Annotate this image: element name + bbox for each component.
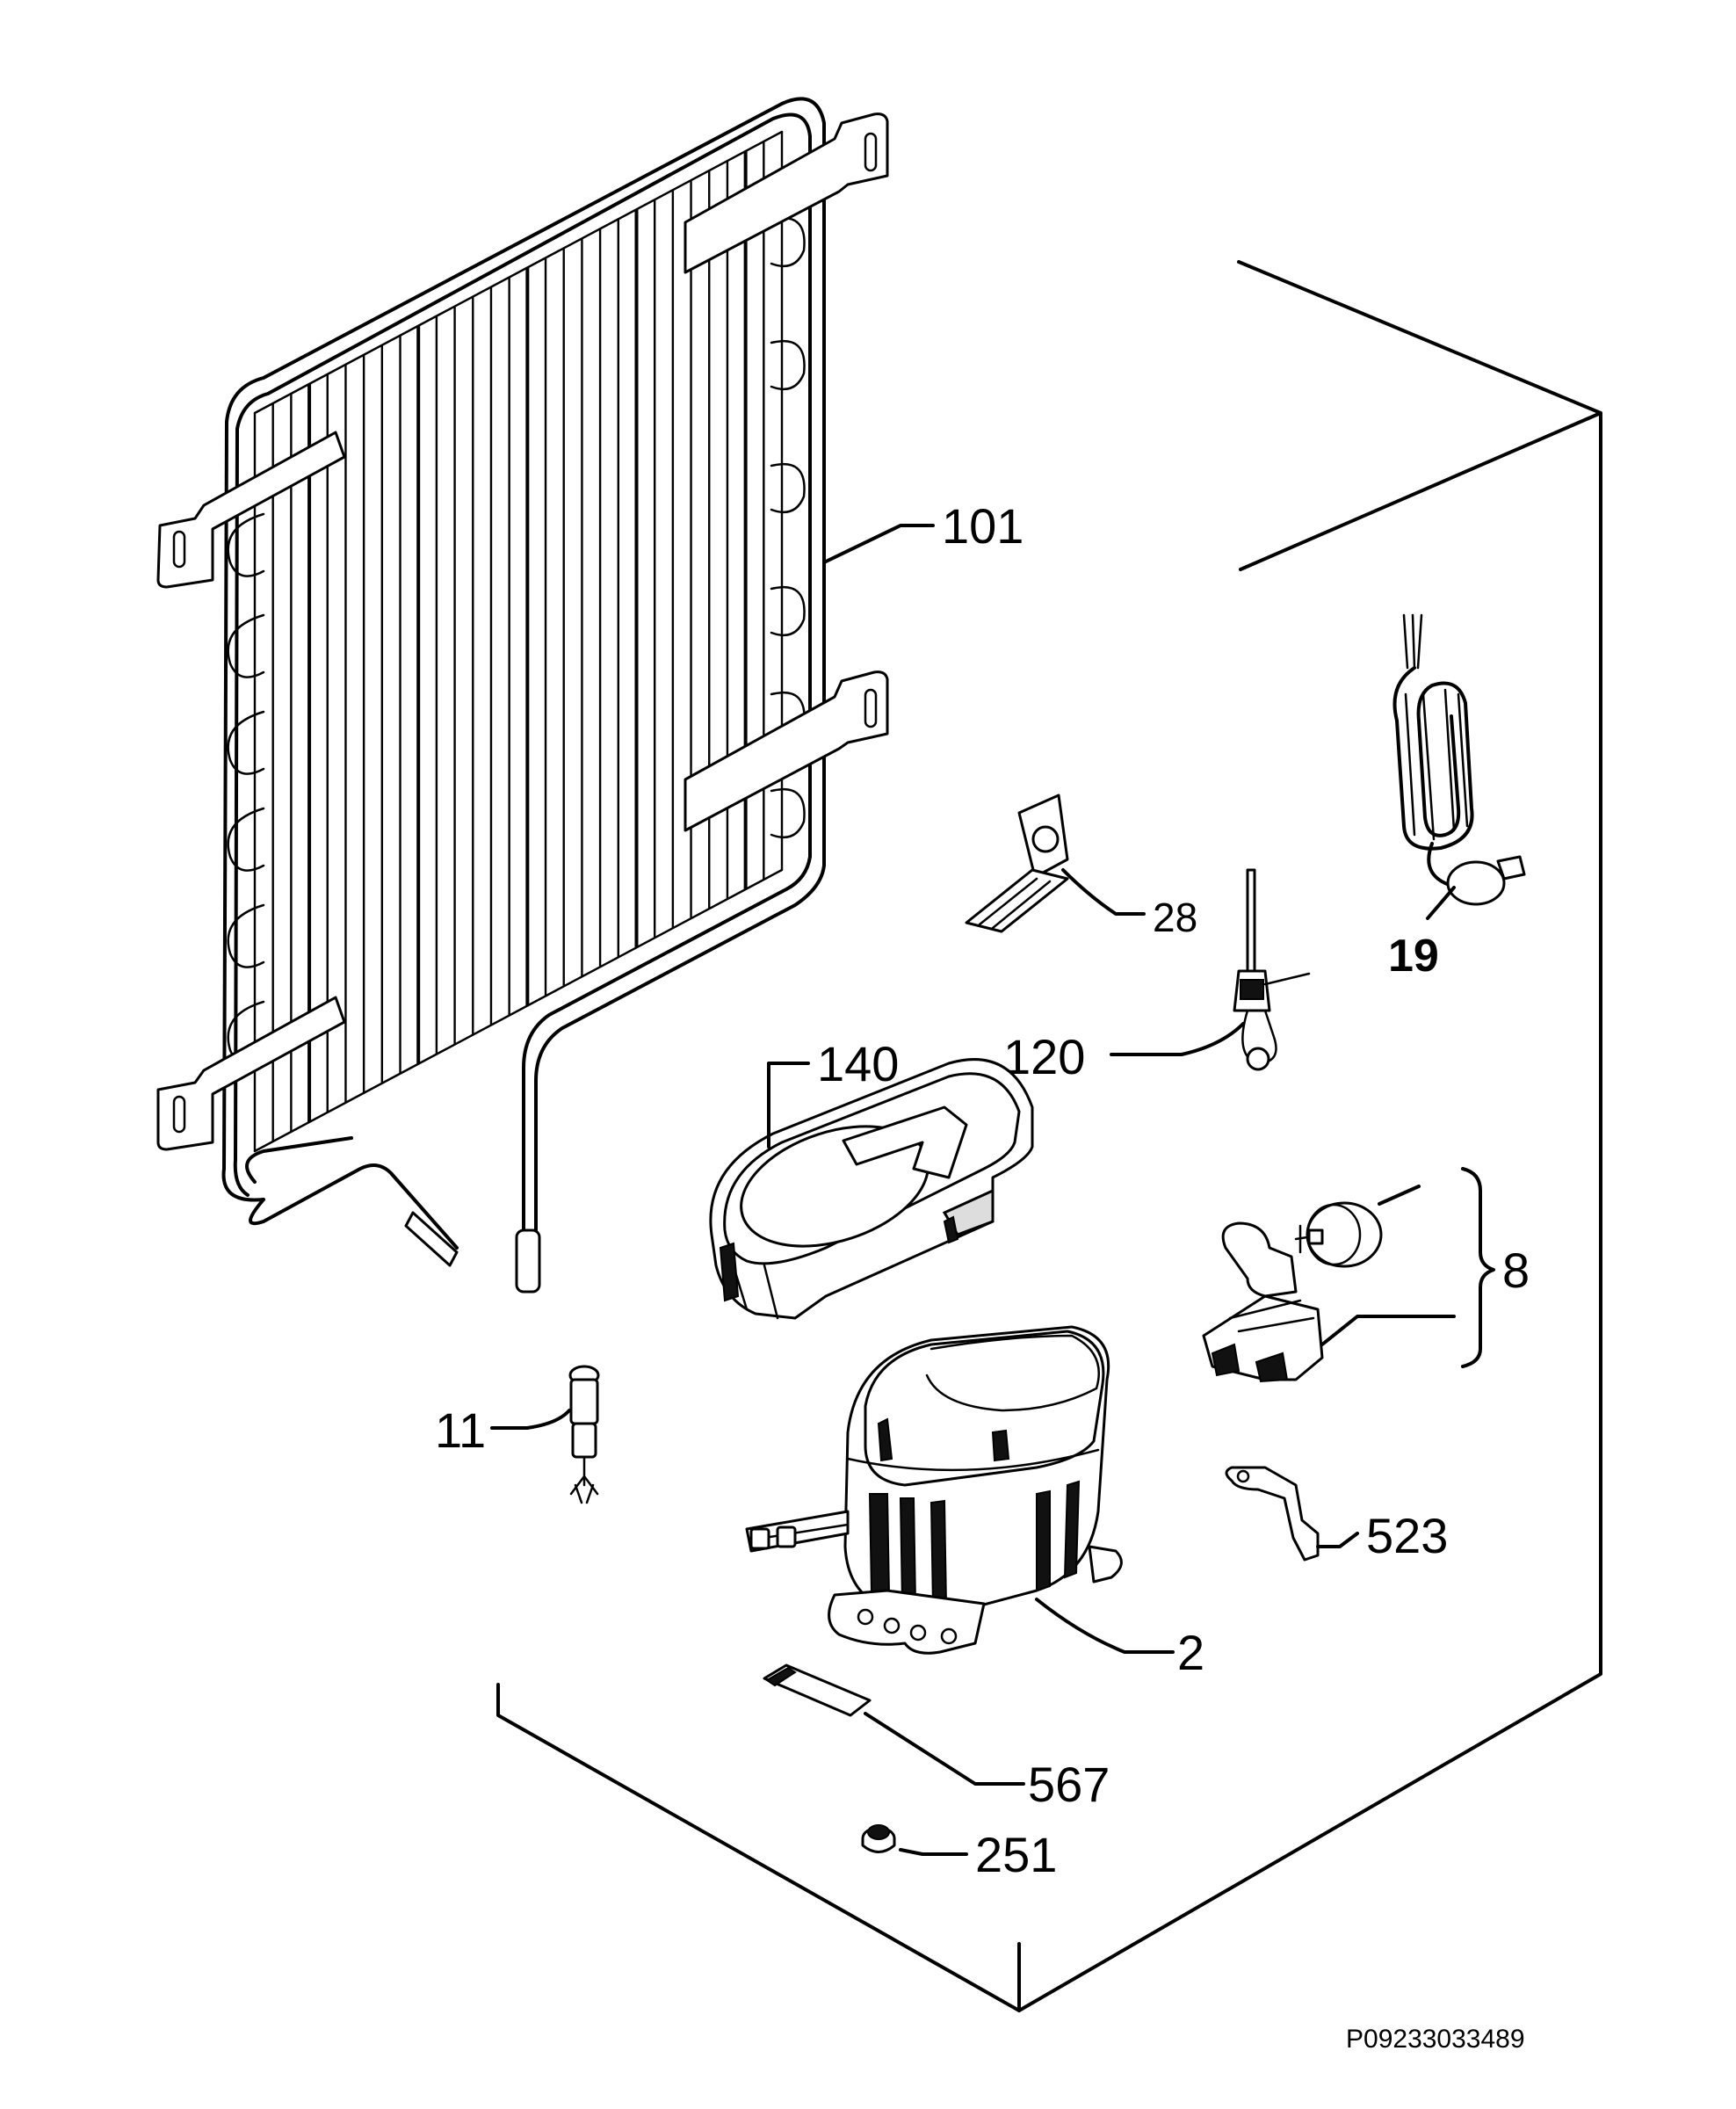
power-cord-part-19[interactable] (1392, 613, 1526, 906)
leader-2 (1035, 1598, 1175, 1654)
bracket-bottom-left (156, 996, 346, 1151)
compressor-foot-right (1088, 1545, 1123, 1584)
label-8: 8 (1502, 1243, 1530, 1298)
condenser-part-101[interactable] (156, 97, 889, 1294)
label-2: 2 (1177, 1625, 1204, 1680)
leader-8-bottom (1320, 1315, 1456, 1346)
compressor-shading (868, 1417, 1081, 1607)
label-101: 101 (942, 498, 1024, 554)
drawing-code: P09233033489 (1346, 2025, 1525, 2054)
label-140: 140 (817, 1036, 899, 1091)
leader-567 (864, 1712, 1025, 1786)
sensor-part-120[interactable] (1233, 868, 1311, 1071)
label-11: 11 (435, 1402, 486, 1458)
label-251: 251 (975, 1827, 1057, 1882)
compressor-foot-left (828, 1589, 986, 1655)
leader-523 (1316, 1532, 1359, 1548)
leader-140 (767, 1062, 810, 1149)
compressor-part-2[interactable] (745, 1325, 1123, 1655)
clip-part-28[interactable] (965, 794, 1069, 933)
label-19: 19 (1388, 931, 1439, 982)
filter-drier-part-11[interactable] (568, 1365, 600, 1504)
leader-19 (1426, 886, 1456, 920)
leader-101 (822, 524, 935, 564)
bracket-top-right (684, 112, 889, 274)
relay-clip (1221, 1221, 1298, 1298)
leader-28 (1061, 868, 1146, 916)
condenser-pipe-end-left (515, 1228, 541, 1294)
leader-8-top (1378, 1185, 1421, 1206)
brace-8 (1461, 1167, 1495, 1368)
relay-part-8[interactable] (1202, 1201, 1383, 1383)
bracket-top-left (156, 431, 346, 589)
leader-251 (899, 1848, 968, 1856)
condenser-wires (253, 132, 784, 1151)
compressor-pipes (745, 1510, 850, 1553)
label-120: 120 (1003, 1029, 1085, 1084)
leader-120 (1110, 1022, 1245, 1056)
label-567: 567 (1028, 1757, 1110, 1812)
sensor-probe (1246, 868, 1256, 973)
label-28: 28 (1153, 895, 1197, 940)
tray-part-140[interactable] (709, 1058, 1034, 1320)
bracket-bottom-right (684, 670, 889, 832)
cabinet-outline (496, 260, 1602, 2012)
leader-11 (490, 1409, 571, 1430)
pad-part-567[interactable] (763, 1663, 872, 1717)
plug (1446, 860, 1506, 906)
label-523: 523 (1366, 1508, 1448, 1563)
grommet-part-251[interactable] (861, 1824, 896, 1853)
bracket-part-523[interactable] (1225, 1466, 1320, 1562)
